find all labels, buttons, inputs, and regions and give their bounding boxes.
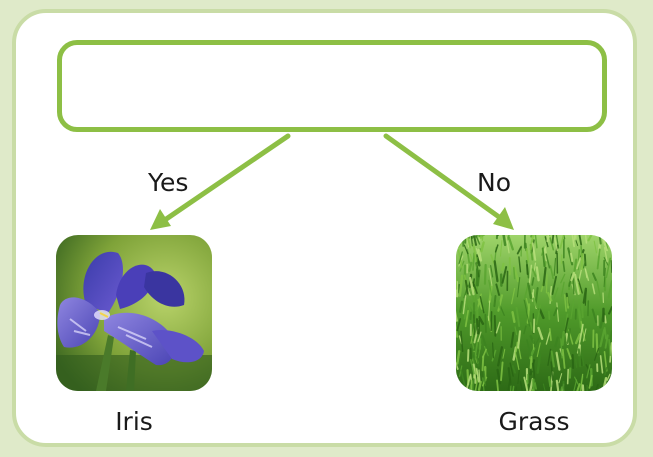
yes-arrow: [153, 133, 291, 229]
yes-label: Yes: [148, 168, 189, 197]
iris-flower-icon: [56, 235, 212, 391]
iris-photo: [56, 235, 212, 391]
no-arrowhead: [493, 207, 514, 230]
iris-label: Iris: [115, 407, 153, 436]
grass-label: Grass: [498, 407, 570, 436]
no-label: No: [477, 168, 511, 197]
question-box: [57, 40, 607, 132]
no-arrow: [383, 133, 509, 225]
yes-arrowhead: [150, 209, 171, 230]
grass-photo: [456, 235, 612, 391]
grass-icon: [456, 235, 612, 391]
